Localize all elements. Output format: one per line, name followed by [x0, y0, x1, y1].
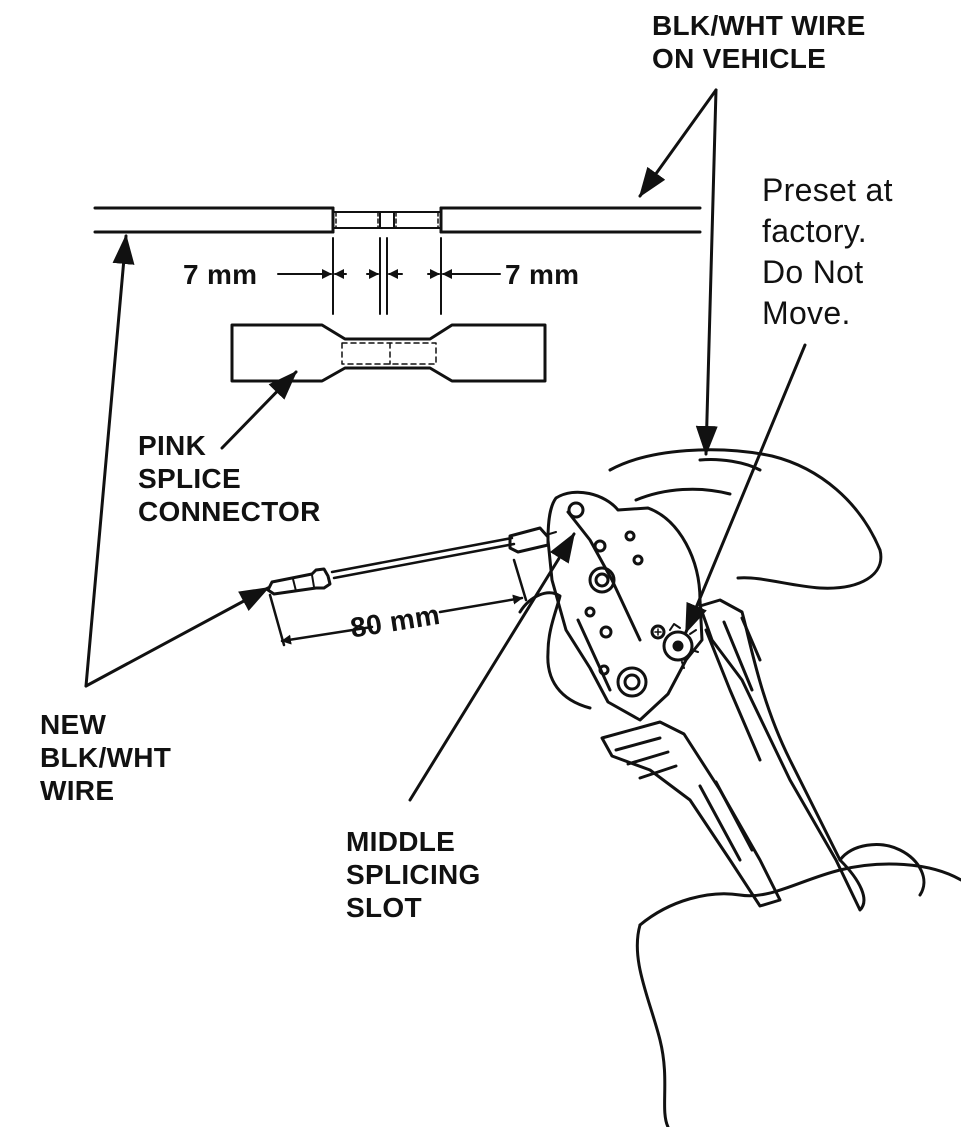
wire-length-dimension — [268, 558, 528, 647]
splice-connector-drawing — [230, 323, 547, 383]
new-wire-label: NEW BLK/WHT WIRE — [40, 709, 172, 806]
new-wire — [266, 526, 557, 596]
dim-left-label: 7 mm — [183, 259, 258, 290]
vehicle-wire — [93, 206, 702, 234]
splice-connector-label: PINK SPLICE CONNECTOR — [138, 430, 321, 527]
strip-length-dimension — [277, 237, 501, 315]
preset-note: Preset at factory. Do Not Move. — [762, 172, 893, 331]
dim-right-label: 7 mm — [505, 259, 580, 290]
splicing-slot-label: MIDDLE SPLICING SLOT — [346, 826, 481, 923]
vehicle-wire-label: BLK/WHT WIRE ON VEHICLE — [652, 10, 866, 74]
leader-arrows — [84, 88, 807, 802]
hand-and-crimper — [518, 448, 961, 1127]
